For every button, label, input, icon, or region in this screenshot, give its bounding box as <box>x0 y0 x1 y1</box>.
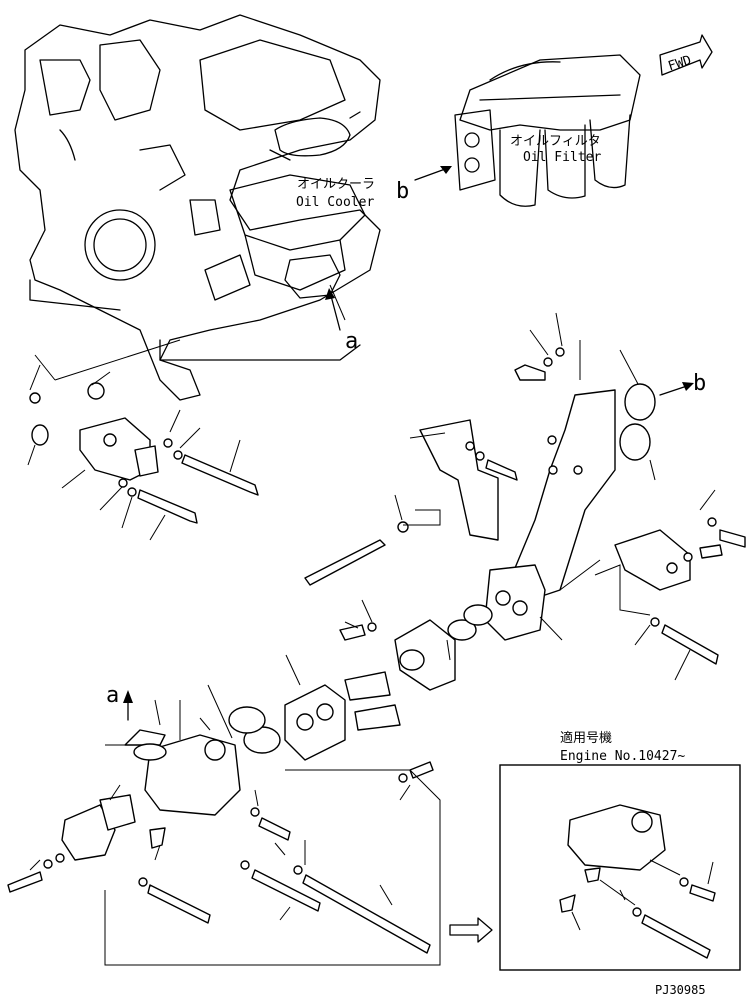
right-bracket-group <box>594 489 746 681</box>
left-fitting-group <box>27 339 259 541</box>
part-code-label: PJ30985 <box>655 983 706 997</box>
lower-housing-group <box>7 684 441 966</box>
text-labels: FWD オイルフィルタ Oil Filter オイルクーラ Oil Cooler… <box>106 53 706 997</box>
oil-filter-assembly <box>454 34 713 207</box>
pipe-bracket-group <box>304 312 656 641</box>
ref-b-left-label: b <box>396 179 409 204</box>
coupling-group <box>228 599 493 801</box>
inset-title-en: Engine No.10427~ <box>560 749 685 764</box>
inset-panel <box>499 764 741 971</box>
ref-a-lower-label: a <box>106 683 119 708</box>
fwd-label: FWD <box>666 53 693 75</box>
inset-title-jp: 適用号機 <box>560 730 612 746</box>
ref-a-top-label: a <box>345 329 358 354</box>
reference-arrows <box>123 166 694 943</box>
oil-cooler-jp-label: オイルクーラ <box>297 177 375 192</box>
oil-filter-jp-label: オイルフィルタ <box>510 134 601 149</box>
ref-b-right-label: b <box>693 371 706 396</box>
oil-cooler-en-label: Oil Cooler <box>296 195 374 210</box>
engine-block <box>14 14 381 401</box>
oil-filter-en-label: Oil Filter <box>523 150 601 165</box>
